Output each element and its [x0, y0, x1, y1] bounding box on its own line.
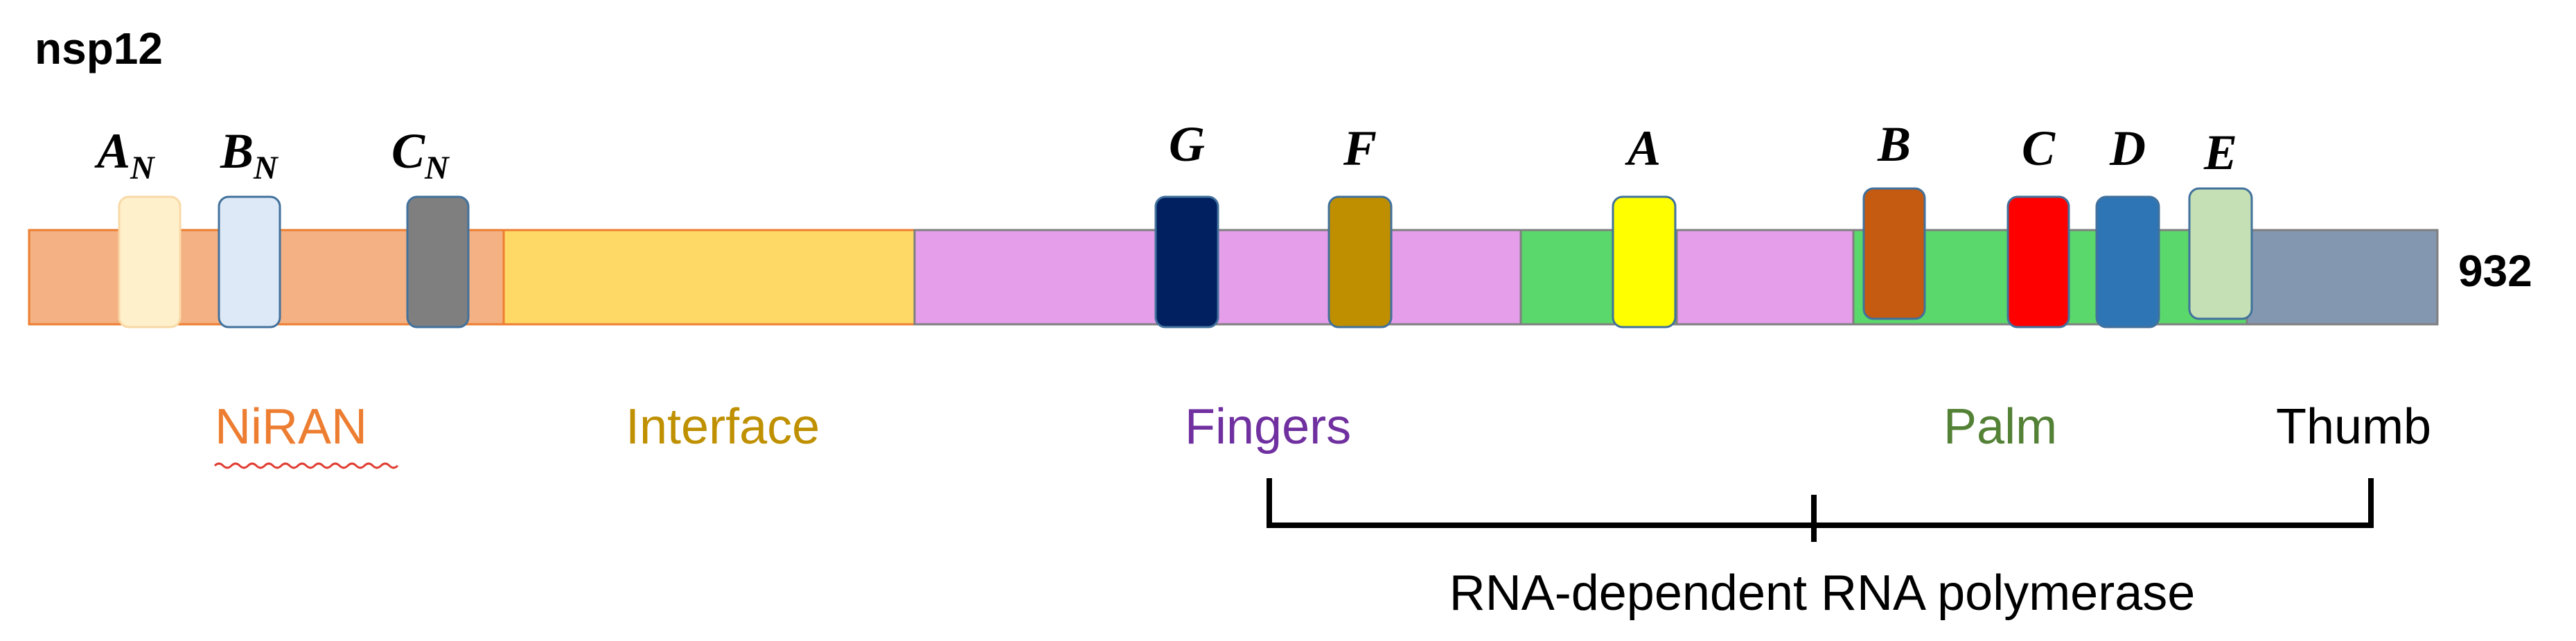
motif-box-b — [1862, 187, 1926, 320]
protein-bar — [28, 229, 2439, 326]
motif-label-cn: CN — [391, 123, 450, 186]
motif-label-a: A — [1625, 121, 1661, 176]
motif-box-a — [1612, 195, 1677, 328]
motif-box-d — [2095, 195, 2160, 328]
motif-box-an — [118, 195, 182, 328]
domain-segment-thumb — [2246, 229, 2439, 326]
motif-box-cn — [406, 195, 470, 328]
domain-segment-fingers-2 — [1675, 229, 1855, 326]
domain-segment-interface — [502, 229, 916, 326]
domain-label-fingers: Fingers — [1185, 399, 1351, 455]
motif-label-an: AN — [94, 123, 156, 186]
spellcheck-underline — [213, 462, 399, 469]
domain-label-thumb: Thumb — [2276, 399, 2431, 455]
motif-label-c: C — [2022, 121, 2056, 176]
domain-labels: NiRAN Interface Fingers Palm Thumb — [213, 399, 2431, 469]
motif-letter-bn: B — [220, 123, 254, 179]
motif-box-bn — [218, 195, 281, 328]
domain-label-palm: Palm — [1943, 399, 2057, 455]
motif-label-b: B — [1877, 116, 1911, 172]
protein-name: nsp12 — [35, 24, 163, 73]
motif-subscript-cn: N — [424, 150, 450, 186]
bracket-label: RNA-dependent RNA polymerase — [1449, 565, 2196, 621]
motif-letter-an: A — [94, 123, 130, 179]
motif-box-e — [2188, 187, 2253, 320]
domain-label-niran: NiRAN — [215, 399, 367, 455]
motif-letter-cn: C — [391, 123, 425, 179]
bracket-line — [1267, 478, 2374, 528]
motif-labels: AN BN CN G F A B C D E — [94, 116, 2237, 186]
protein-length: 932 — [2458, 246, 2532, 296]
motif-label-e: E — [2203, 125, 2237, 180]
domain-label-interface: Interface — [626, 399, 820, 455]
motif-box-g — [1154, 195, 1219, 328]
motif-label-bn: BN — [220, 123, 279, 186]
motif-label-g: G — [1169, 116, 1205, 172]
motif-boxes — [118, 187, 2253, 328]
rdrp-bracket — [1267, 478, 2374, 542]
motif-subscript-an: N — [130, 150, 156, 186]
motif-box-c — [2006, 195, 2070, 328]
motif-subscript-bn: N — [253, 150, 279, 186]
motif-label-f: F — [1343, 121, 1377, 176]
motif-box-f — [1327, 195, 1393, 328]
motif-label-d: D — [2109, 121, 2146, 176]
